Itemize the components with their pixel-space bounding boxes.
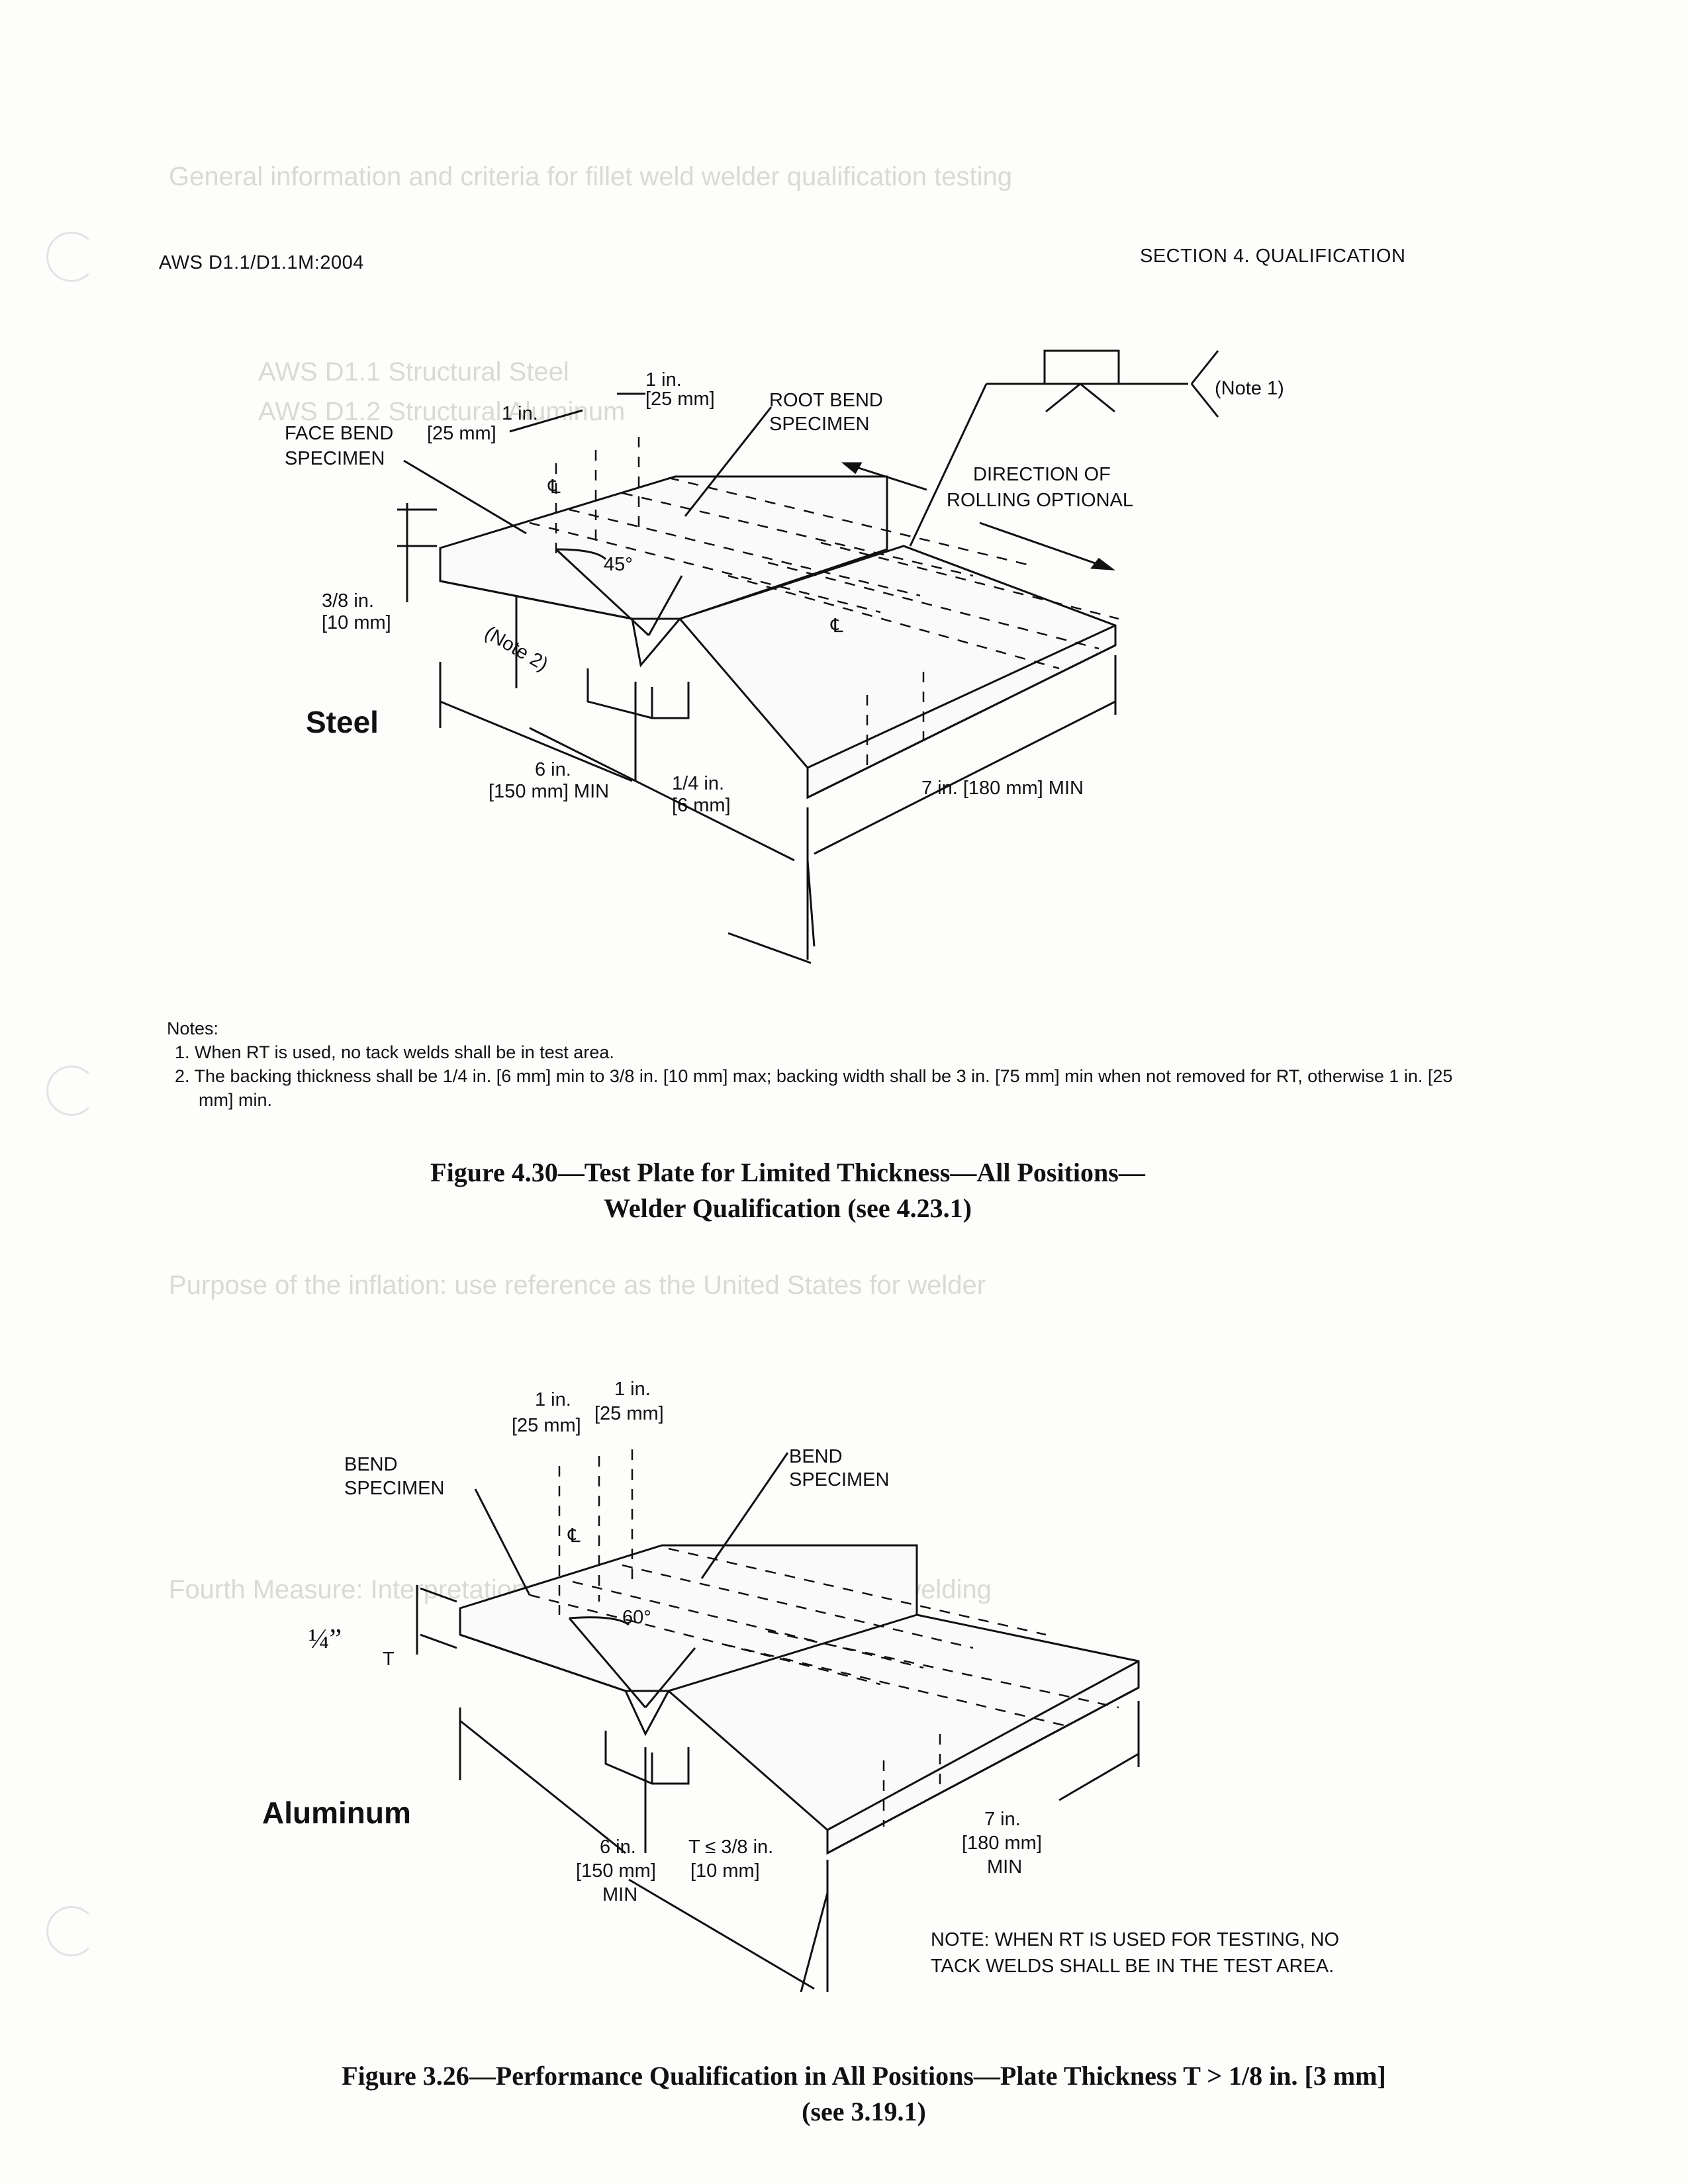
dim-7in: 7 in. [180 mm] MIN: [921, 778, 1084, 799]
root-bend-label-2: SPECIMEN: [769, 414, 869, 435]
al-centerline-symbol: ℄: [567, 1525, 581, 1547]
bleed-through: AWS D1.1 Structural Steel: [258, 357, 569, 387]
binder-hole: [46, 1906, 97, 1956]
al-bend-label-2: SPECIMEN: [344, 1478, 444, 1499]
al-dim-6in: 6 in.: [600, 1837, 636, 1858]
caption-line: Welder Qualification (see 4.23.1): [604, 1193, 972, 1223]
al-quarter-inch: ¼”: [308, 1624, 342, 1655]
figure-caption-3-26: Figure 3.26—Performance Qualification in…: [218, 2058, 1509, 2130]
note-2: 2. The backing thickness shall be 1/4 in…: [175, 1066, 1453, 1110]
al-dim-180mm: [180 mm]: [962, 1833, 1042, 1854]
dim-25mm-top: [25 mm]: [645, 388, 715, 410]
al-dim-25mm-left: [25 mm]: [512, 1415, 581, 1436]
bleed-through: AWS D1.2 Structural Aluminum: [258, 397, 626, 426]
al-bend-right-2: SPECIMEN: [789, 1469, 889, 1490]
material-aluminum: Aluminum: [262, 1796, 411, 1830]
figure-notes: Notes: 1. When RT is used, no tack welds…: [167, 1017, 1491, 1112]
dim-25mm-left: [25 mm]: [427, 423, 496, 444]
al-10mm: [10 mm]: [690, 1860, 760, 1882]
figure-caption-4-30: Figure 4.30—Test Plate for Limited Thick…: [331, 1155, 1244, 1226]
material-steel: Steel: [306, 705, 379, 739]
steel-backing-bar: [586, 668, 690, 719]
al-note-line2: TACK WELDS SHALL BE IN THE TEST AREA.: [931, 1956, 1334, 1977]
rolling-label-1: DIRECTION OF: [973, 464, 1111, 485]
dim-6in: 6 in.: [535, 759, 571, 780]
dim-3-8in: 3/8 in.: [322, 590, 374, 612]
dim-1in-left: 1 in.: [502, 403, 538, 424]
steel-groove: [631, 618, 681, 668]
dim-6mm: [6 mm]: [672, 795, 731, 816]
root-bend-label-1: ROOT BEND: [769, 390, 883, 411]
al-t-max: T ≤ 3/8 in.: [688, 1837, 773, 1858]
angle-45: 45°: [604, 554, 633, 575]
al-dim-1in-left: 1 in.: [535, 1389, 571, 1410]
note-1: 1. When RT is used, no tack welds shall …: [175, 1042, 614, 1062]
caption-line: (see 3.19.1): [802, 2097, 926, 2126]
al-note-line1: NOTE: WHEN RT IS USED FOR TESTING, NO: [931, 1929, 1339, 1950]
aluminum-groove: [624, 1690, 670, 1737]
binder-hole: [46, 1066, 97, 1116]
al-angle-60: 60°: [622, 1607, 651, 1628]
rolling-label-2: ROLLING OPTIONAL: [947, 490, 1133, 511]
al-dim-25mm-top: [25 mm]: [594, 1403, 664, 1424]
al-dim-150mm: [150 mm]: [576, 1860, 656, 1882]
al-dim-1in-top: 1 in.: [614, 1379, 651, 1400]
note1-ref: (Note 1): [1215, 378, 1284, 399]
steel-right-plate: [678, 545, 1117, 799]
face-bend-label-1: FACE BEND: [285, 423, 393, 444]
header-standard: AWS D1.1/D1.1M:2004: [159, 252, 364, 273]
notes-heading: Notes:: [167, 1019, 219, 1038]
bleed-through: Purpose of the inflation: use reference …: [169, 1271, 986, 1300]
face-bend-label-2: SPECIMEN: [285, 448, 385, 469]
al-bend-right-1: BEND: [789, 1446, 843, 1467]
dim-1in-top: 1 in.: [645, 369, 682, 390]
aluminum-backing-bar: [604, 1731, 690, 1785]
dim-10mm: [10 mm]: [322, 612, 391, 633]
dim-1-4in: 1/4 in.: [672, 773, 724, 794]
aluminum-right-plate: [666, 1614, 1140, 1855]
al-dim-7in: 7 in.: [984, 1809, 1021, 1830]
al-min: MIN: [602, 1884, 637, 1905]
al-min-2: MIN: [987, 1856, 1022, 1878]
caption-line: Figure 3.26—Performance Qualification in…: [342, 2061, 1386, 2091]
centerline-symbol: ℄: [547, 477, 561, 498]
bleed-through: General information and criteria for fil…: [169, 162, 1012, 191]
al-bend-label-1: BEND: [344, 1454, 398, 1475]
centerline-symbol-2: ℄: [830, 615, 843, 637]
caption-line: Figure 4.30—Test Plate for Limited Thick…: [430, 1158, 1145, 1187]
header-section: SECTION 4. QUALIFICATION: [1140, 246, 1406, 267]
al-t-label: T: [383, 1649, 395, 1670]
binder-hole: [46, 232, 97, 282]
dim-150mm: [150 mm] MIN: [489, 781, 609, 802]
